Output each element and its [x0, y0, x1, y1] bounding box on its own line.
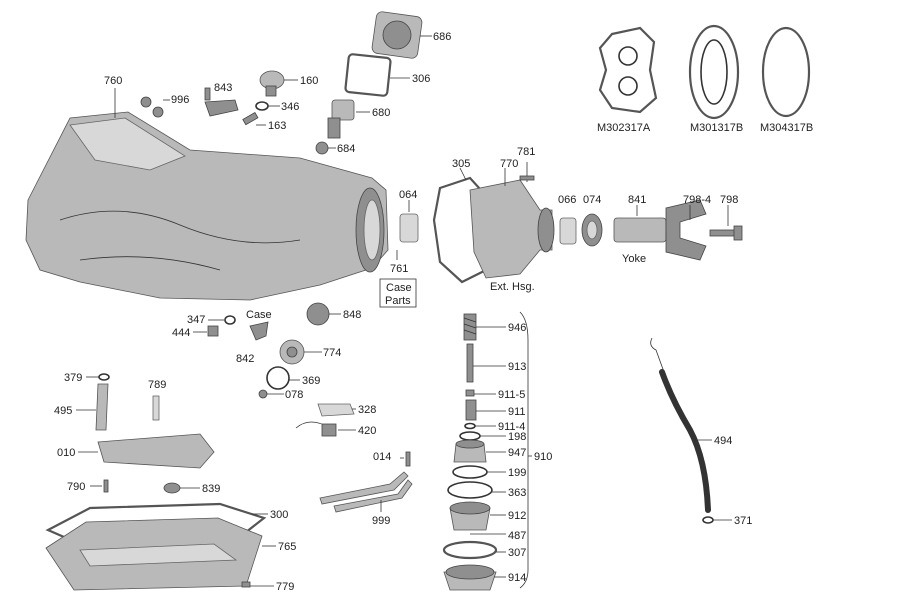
- label-839: 839: [202, 483, 220, 495]
- label-790: 790: [67, 481, 85, 493]
- label-379: 379: [64, 372, 82, 384]
- part-946: [463, 313, 477, 341]
- transmission-case: [25, 111, 389, 301]
- label-913: 913: [508, 361, 526, 373]
- label-078: 078: [285, 389, 303, 401]
- part-686: [371, 11, 423, 59]
- label-305: 305: [452, 158, 470, 170]
- label-m302317a: M302317A: [597, 122, 651, 134]
- label-841: 841: [628, 194, 646, 206]
- label-300: 300: [270, 509, 288, 521]
- label-765: 765: [278, 541, 296, 553]
- label-842: 842: [236, 353, 254, 365]
- label-910: 910: [534, 451, 552, 463]
- label-996: 996: [171, 94, 189, 106]
- label-686: 686: [433, 31, 451, 43]
- label-371: 371: [734, 515, 752, 527]
- label-066: 066: [558, 194, 576, 206]
- gasket-m301317b: [688, 24, 740, 120]
- label-064: 064: [399, 189, 417, 201]
- label-911: 911: [508, 406, 526, 418]
- yoke: [613, 199, 707, 261]
- label-912: 912: [508, 510, 526, 522]
- label-m301317b: M301317B: [690, 122, 743, 134]
- gasket-m304317b: [761, 26, 811, 118]
- extension-housing: [469, 179, 555, 279]
- label-911-5: 911-5: [498, 389, 525, 401]
- label-case: Case: [246, 309, 272, 321]
- label-680: 680: [372, 107, 390, 119]
- label-798-4: 798-4: [683, 194, 711, 206]
- label-yoke: Yoke: [622, 253, 646, 265]
- label-760: 760: [104, 75, 122, 87]
- label-163: 163: [268, 120, 286, 132]
- label-495: 495: [54, 405, 72, 417]
- label-798: 798: [720, 194, 738, 206]
- label-328: 328: [358, 404, 376, 416]
- label-198: 198: [508, 431, 526, 443]
- label-684: 684: [337, 143, 355, 155]
- label-947: 947: [508, 447, 526, 459]
- label-case-parts-1: Case: [386, 282, 412, 294]
- label-363: 363: [508, 487, 526, 499]
- label-014: 014: [373, 451, 391, 463]
- part-680: [327, 99, 355, 139]
- label-347: 347: [187, 314, 205, 326]
- label-761: 761: [390, 263, 408, 275]
- label-848: 848: [343, 309, 361, 321]
- label-487: 487: [508, 530, 526, 542]
- label-774: 774: [323, 347, 341, 359]
- label-420: 420: [358, 425, 376, 437]
- label-789: 789: [148, 379, 166, 391]
- label-m304317b: M304317B: [760, 122, 813, 134]
- label-306: 306: [412, 73, 430, 85]
- label-307: 307: [508, 547, 526, 559]
- label-ext-hsg: Ext. Hsg.: [490, 281, 535, 293]
- label-911-4: 911-4: [498, 421, 525, 433]
- label-case-parts-2: Parts: [385, 295, 411, 307]
- label-160: 160: [300, 75, 318, 87]
- label-074: 074: [583, 194, 601, 206]
- label-843: 843: [214, 82, 232, 94]
- label-346: 346: [281, 101, 299, 113]
- dipstick-tube: [650, 337, 711, 513]
- label-779: 779: [276, 581, 294, 593]
- label-946: 946: [508, 322, 526, 334]
- label-914: 914: [508, 572, 526, 584]
- gasket-m302317a: [598, 26, 658, 114]
- label-369: 369: [302, 375, 320, 387]
- part-996: [140, 96, 164, 118]
- label-010: 010: [57, 447, 75, 459]
- part-843: [204, 87, 239, 117]
- label-781: 781: [517, 146, 535, 158]
- label-770: 770: [500, 158, 518, 170]
- label-999: 999: [372, 515, 390, 527]
- label-199: 199: [508, 467, 526, 479]
- oil-pan: [45, 517, 263, 591]
- label-494: 494: [714, 435, 732, 447]
- label-444: 444: [172, 327, 190, 339]
- part-160: [259, 70, 285, 97]
